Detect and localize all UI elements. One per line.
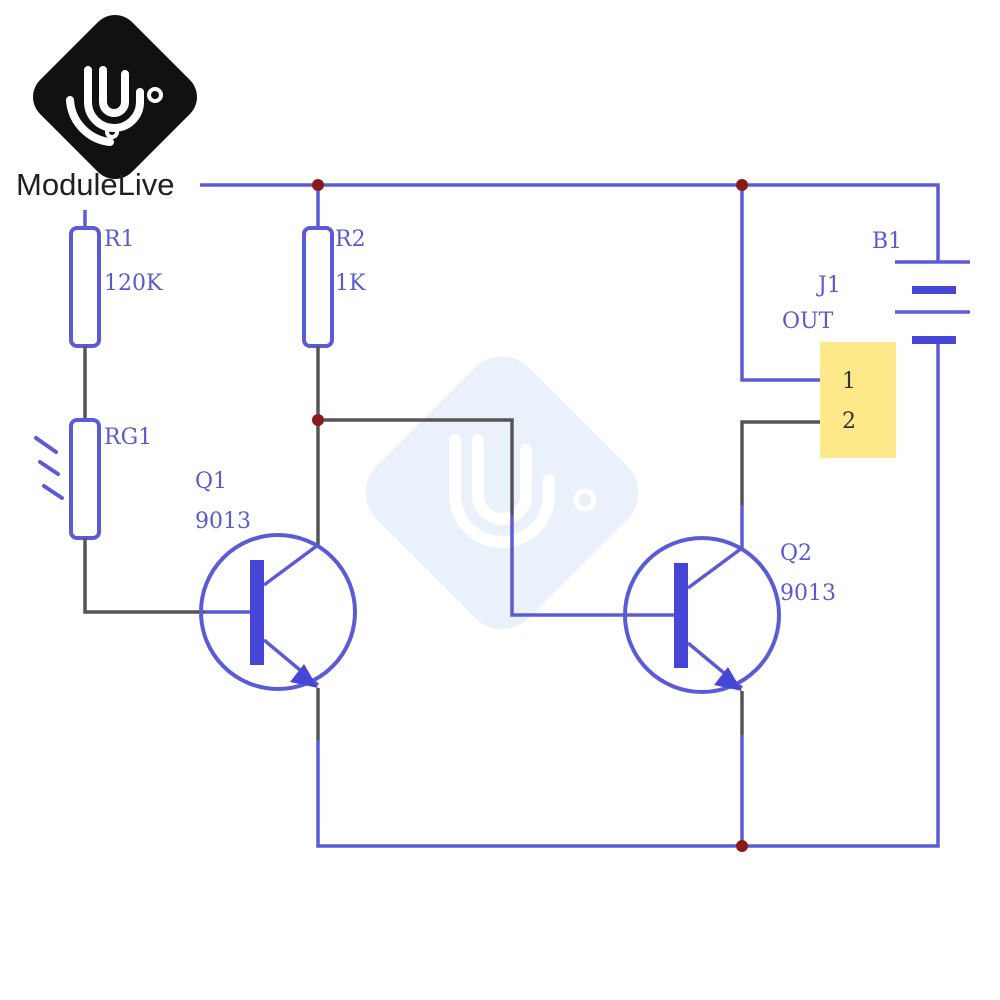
- q2-ref-label: Q2: [780, 541, 812, 566]
- b1-ref-label: B1: [872, 229, 902, 254]
- connector-j1: 1 2: [820, 342, 896, 458]
- transistor-q1: [199, 533, 357, 691]
- battery-b1: [895, 260, 970, 420]
- junction-dot: [312, 414, 324, 426]
- j1-ref-label: J1: [816, 273, 841, 298]
- resistor-r2: [302, 226, 334, 348]
- transistor-q2: [623, 536, 781, 694]
- j1-pin-1-label: 1: [842, 369, 856, 394]
- junction-dot: [312, 179, 324, 191]
- r1-value-label: 120K: [104, 271, 163, 296]
- rg1-ref-label: RG1: [104, 425, 152, 450]
- top-rail-wire: [200, 183, 940, 262]
- r1-ref-label: R1: [104, 227, 135, 252]
- r2-value-label: 1K: [335, 271, 366, 296]
- junction-dot: [736, 179, 748, 191]
- light-arrows-icon: [34, 436, 64, 500]
- junction-dot: [736, 840, 748, 852]
- brand-name: ModuleLive: [16, 167, 175, 202]
- j1-name-label: OUT: [782, 309, 834, 334]
- q2-value-label: 9013: [780, 581, 836, 606]
- q1-ref-label: Q1: [195, 469, 227, 494]
- j1-pin-2-label: 2: [842, 409, 856, 434]
- q1-value-label: 9013: [195, 509, 251, 534]
- modulelive-logo-icon: [33, 15, 197, 179]
- modulelive-watermark-icon: [365, 356, 639, 629]
- resistor-r1: [69, 226, 101, 348]
- r2-ref-label: R2: [335, 227, 366, 252]
- photoresistor-rg1: [34, 418, 101, 540]
- bottom-rail-wire: [316, 420, 940, 848]
